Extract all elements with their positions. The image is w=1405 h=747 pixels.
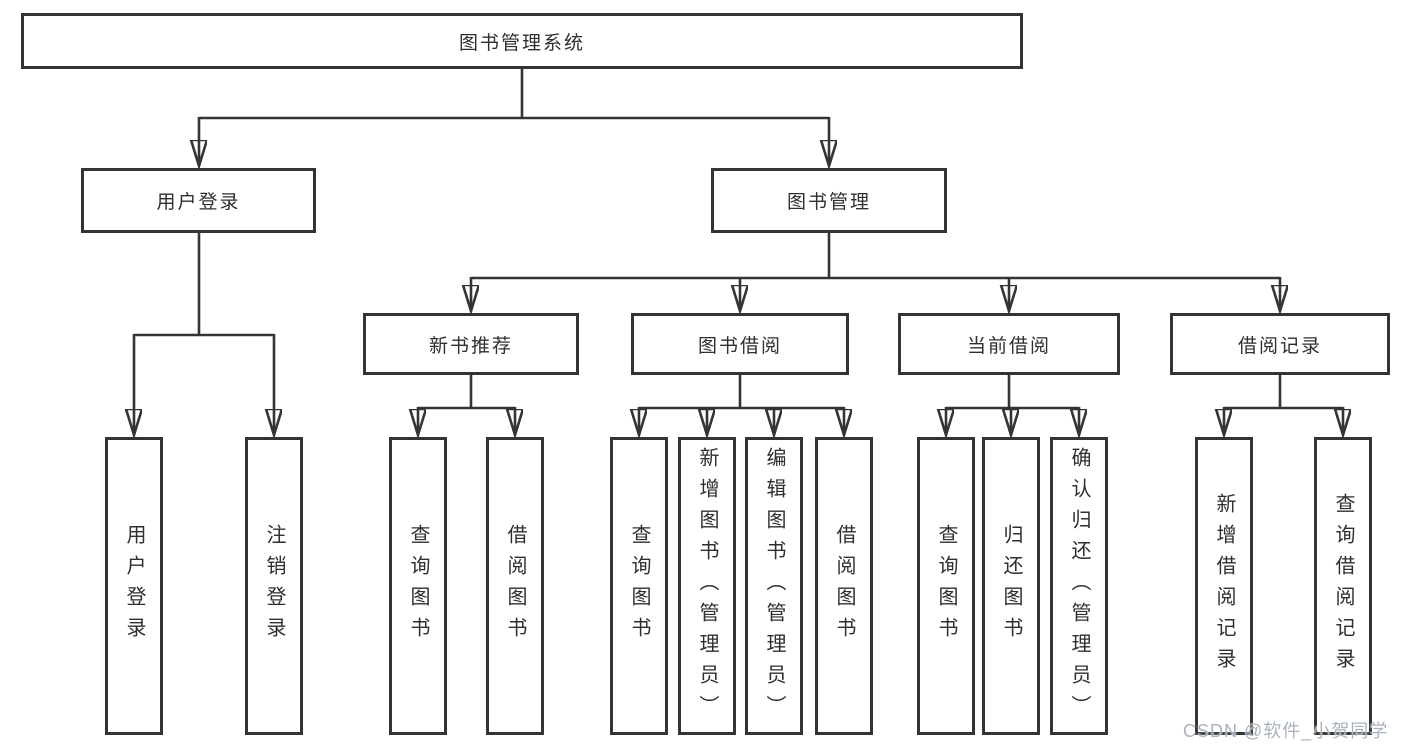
node-book-management: 图书管理 bbox=[711, 168, 947, 233]
leaf-label: 查询图书 bbox=[935, 524, 957, 648]
leaf-label: 查询图书 bbox=[628, 524, 650, 648]
node-label: 新书推荐 bbox=[428, 335, 513, 357]
node-new-book-recommend: 新书推荐 bbox=[363, 313, 579, 375]
node-user-login: 用户登录 bbox=[81, 168, 316, 233]
leaf-cb-return-books: 归还图书 bbox=[982, 437, 1040, 735]
node-book-borrowing: 图书借阅 bbox=[631, 313, 849, 375]
leaf-logout: 注销登录 bbox=[245, 437, 303, 735]
leaf-label: 新增借阅记录 bbox=[1213, 493, 1235, 679]
leaf-nbr-query-books: 查询图书 bbox=[389, 437, 447, 735]
leaf-bb-edit-book-admin: 编辑图书（管理员） bbox=[745, 437, 803, 735]
leaf-bb-query-books: 查询图书 bbox=[610, 437, 668, 735]
leaf-label: 编辑图书（管理员） bbox=[763, 446, 785, 726]
leaf-label: 借阅图书 bbox=[504, 524, 526, 648]
leaf-label: 查询借阅记录 bbox=[1332, 493, 1354, 679]
leaf-label: 查询图书 bbox=[407, 524, 429, 648]
leaf-cb-confirm-return-admin: 确认归还（管理员） bbox=[1050, 437, 1108, 735]
leaf-cb-query-books: 查询图书 bbox=[917, 437, 975, 735]
leaf-label: 注销登录 bbox=[263, 524, 285, 648]
node-label: 用户登录 bbox=[156, 192, 241, 213]
leaf-label: 借阅图书 bbox=[833, 524, 855, 648]
node-library-management-system: 图书管理系统 bbox=[21, 13, 1023, 69]
leaf-label: 用户登录 bbox=[123, 524, 145, 648]
node-label: 借阅记录 bbox=[1237, 335, 1322, 357]
node-current-borrowing: 当前借阅 bbox=[898, 313, 1120, 375]
leaf-nbr-borrow-books: 借阅图书 bbox=[486, 437, 544, 735]
node-label: 当前借阅 bbox=[966, 335, 1051, 357]
leaf-label: 归还图书 bbox=[1000, 524, 1022, 648]
leaf-user-login: 用户登录 bbox=[105, 437, 163, 735]
leaf-bb-add-book-admin: 新增图书（管理员） bbox=[678, 437, 736, 735]
node-label: 图书借阅 bbox=[697, 335, 782, 357]
csdn-watermark: CSDN @软件_小贺同学 bbox=[1183, 721, 1389, 741]
leaf-label: 确认归还（管理员） bbox=[1068, 446, 1090, 726]
leaf-label: 新增图书（管理员） bbox=[696, 446, 718, 726]
leaf-bb-borrow-books: 借阅图书 bbox=[815, 437, 873, 735]
node-label: 图书管理系统 bbox=[458, 32, 585, 54]
node-borrowing-records: 借阅记录 bbox=[1170, 313, 1390, 375]
leaf-br-query-borrow-record: 查询借阅记录 bbox=[1314, 437, 1372, 735]
leaf-br-add-borrow-record: 新增借阅记录 bbox=[1195, 437, 1253, 735]
node-label: 图书管理 bbox=[786, 192, 871, 213]
